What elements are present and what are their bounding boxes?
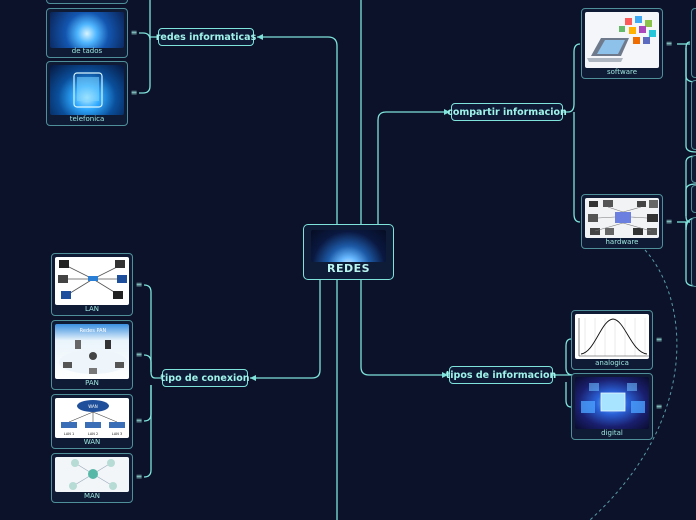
card-hardware[interactable]: hardware bbox=[581, 194, 663, 249]
wan-lan1-label: LAN 1 bbox=[64, 432, 74, 436]
collapse-icon[interactable]: ≡ bbox=[135, 416, 143, 425]
topic-tipos-de-informacion[interactable]: tipos de informacion bbox=[446, 366, 556, 384]
topic-redes-informaticas[interactable]: redes informaticas bbox=[155, 28, 257, 46]
card-caption: analogica bbox=[595, 359, 629, 367]
phone-network-image bbox=[50, 65, 124, 115]
connector-tipo-de-conexion bbox=[250, 280, 321, 379]
collapse-icon[interactable]: ≡ bbox=[135, 280, 143, 289]
collapse-icon[interactable]: ≡ bbox=[665, 217, 673, 226]
collapse-icon[interactable]: ≡ bbox=[130, 28, 138, 37]
card-pan[interactable]: Redes PAN PAN bbox=[51, 320, 133, 390]
man-diagram-image bbox=[55, 457, 129, 492]
collapse-icon[interactable]: ≡ bbox=[130, 88, 138, 97]
collapse-icon[interactable]: ≡ bbox=[665, 39, 673, 48]
pan-image-title: Redes PAN bbox=[80, 328, 107, 334]
card-caption: hardware bbox=[605, 238, 639, 246]
card-de-tados[interactable]: de tados bbox=[46, 8, 128, 58]
card-lan[interactable]: LAN bbox=[51, 253, 133, 316]
card-partial-top[interactable] bbox=[46, 0, 128, 4]
phone-icon bbox=[73, 72, 103, 108]
pan-diagram-image: Redes PAN bbox=[55, 324, 129, 379]
card-partial-right-2[interactable] bbox=[691, 80, 696, 150]
data-network-image bbox=[50, 12, 124, 48]
card-digital[interactable]: digital bbox=[571, 373, 653, 440]
connector-compartir-informacion bbox=[377, 111, 450, 225]
wan-topology-icon: WAN LAN 1 LAN 2 LAN 3 bbox=[61, 400, 125, 436]
card-software[interactable]: software bbox=[581, 8, 663, 79]
card-caption: WAN bbox=[83, 438, 101, 446]
collapse-icon[interactable]: ≡ bbox=[135, 350, 143, 359]
topic-tipo-de-conexion[interactable]: tipo de conexion bbox=[160, 369, 250, 387]
lan-diagram-image bbox=[55, 257, 129, 305]
hardware-icon bbox=[588, 200, 658, 235]
card-wan[interactable]: WAN LAN 1 LAN 2 LAN 3 WAN bbox=[51, 394, 133, 449]
wan-diagram-image: WAN LAN 1 LAN 2 LAN 3 bbox=[55, 398, 129, 438]
topic-compartir-informacion[interactable]: compartir informacion bbox=[447, 103, 567, 121]
laptop-apps-icon bbox=[587, 16, 656, 62]
topic-label: tipos de informacion bbox=[445, 369, 557, 381]
card-caption: de tados bbox=[71, 47, 103, 55]
collapse-icon[interactable]: ≡ bbox=[135, 472, 143, 481]
collapse-icon[interactable]: ≡ bbox=[655, 402, 663, 411]
card-analogica[interactable]: analogica bbox=[571, 310, 653, 370]
card-man[interactable]: MAN bbox=[51, 453, 133, 503]
card-caption: telefonica bbox=[69, 115, 105, 123]
card-partial-right-5[interactable] bbox=[691, 217, 696, 287]
connector-redes-informaticas bbox=[257, 36, 338, 225]
software-laptop-image bbox=[585, 12, 659, 68]
card-telefonica[interactable]: telefonica bbox=[46, 61, 128, 126]
pan-topology-icon: Redes PAN bbox=[59, 328, 127, 374]
card-partial-right-4[interactable] bbox=[691, 185, 696, 213]
digital-image bbox=[575, 377, 649, 429]
central-topic-redes[interactable]: REDES bbox=[303, 224, 394, 280]
card-partial-right-3[interactable] bbox=[691, 155, 696, 183]
topic-label: redes informaticas bbox=[155, 31, 257, 43]
wan-lan3-label: LAN 3 bbox=[112, 432, 122, 436]
card-partial-right-1[interactable] bbox=[691, 8, 696, 78]
card-caption: software bbox=[606, 68, 638, 76]
relationship-line bbox=[589, 249, 678, 520]
digital-screens-icon bbox=[581, 383, 645, 413]
analog-signal-image bbox=[575, 314, 649, 359]
topic-label: compartir informacion bbox=[447, 106, 567, 118]
central-topic-title: REDES bbox=[326, 262, 371, 275]
hardware-devices-image bbox=[585, 198, 659, 238]
topic-label: tipo de conexion bbox=[160, 372, 250, 384]
collapse-icon[interactable]: ≡ bbox=[655, 335, 663, 344]
card-caption: digital bbox=[601, 429, 623, 437]
analog-wave-icon bbox=[578, 318, 649, 357]
card-caption: PAN bbox=[85, 379, 99, 387]
connector-tipos-de-informacion bbox=[360, 280, 448, 376]
card-caption: MAN bbox=[83, 492, 101, 500]
wan-lan2-label: LAN 2 bbox=[88, 432, 98, 436]
man-topology-icon bbox=[69, 459, 117, 490]
card-caption: LAN bbox=[84, 305, 100, 313]
wan-cloud-label: WAN bbox=[88, 404, 97, 409]
lan-topology-icon bbox=[58, 260, 127, 299]
globe-network-image bbox=[311, 230, 386, 262]
